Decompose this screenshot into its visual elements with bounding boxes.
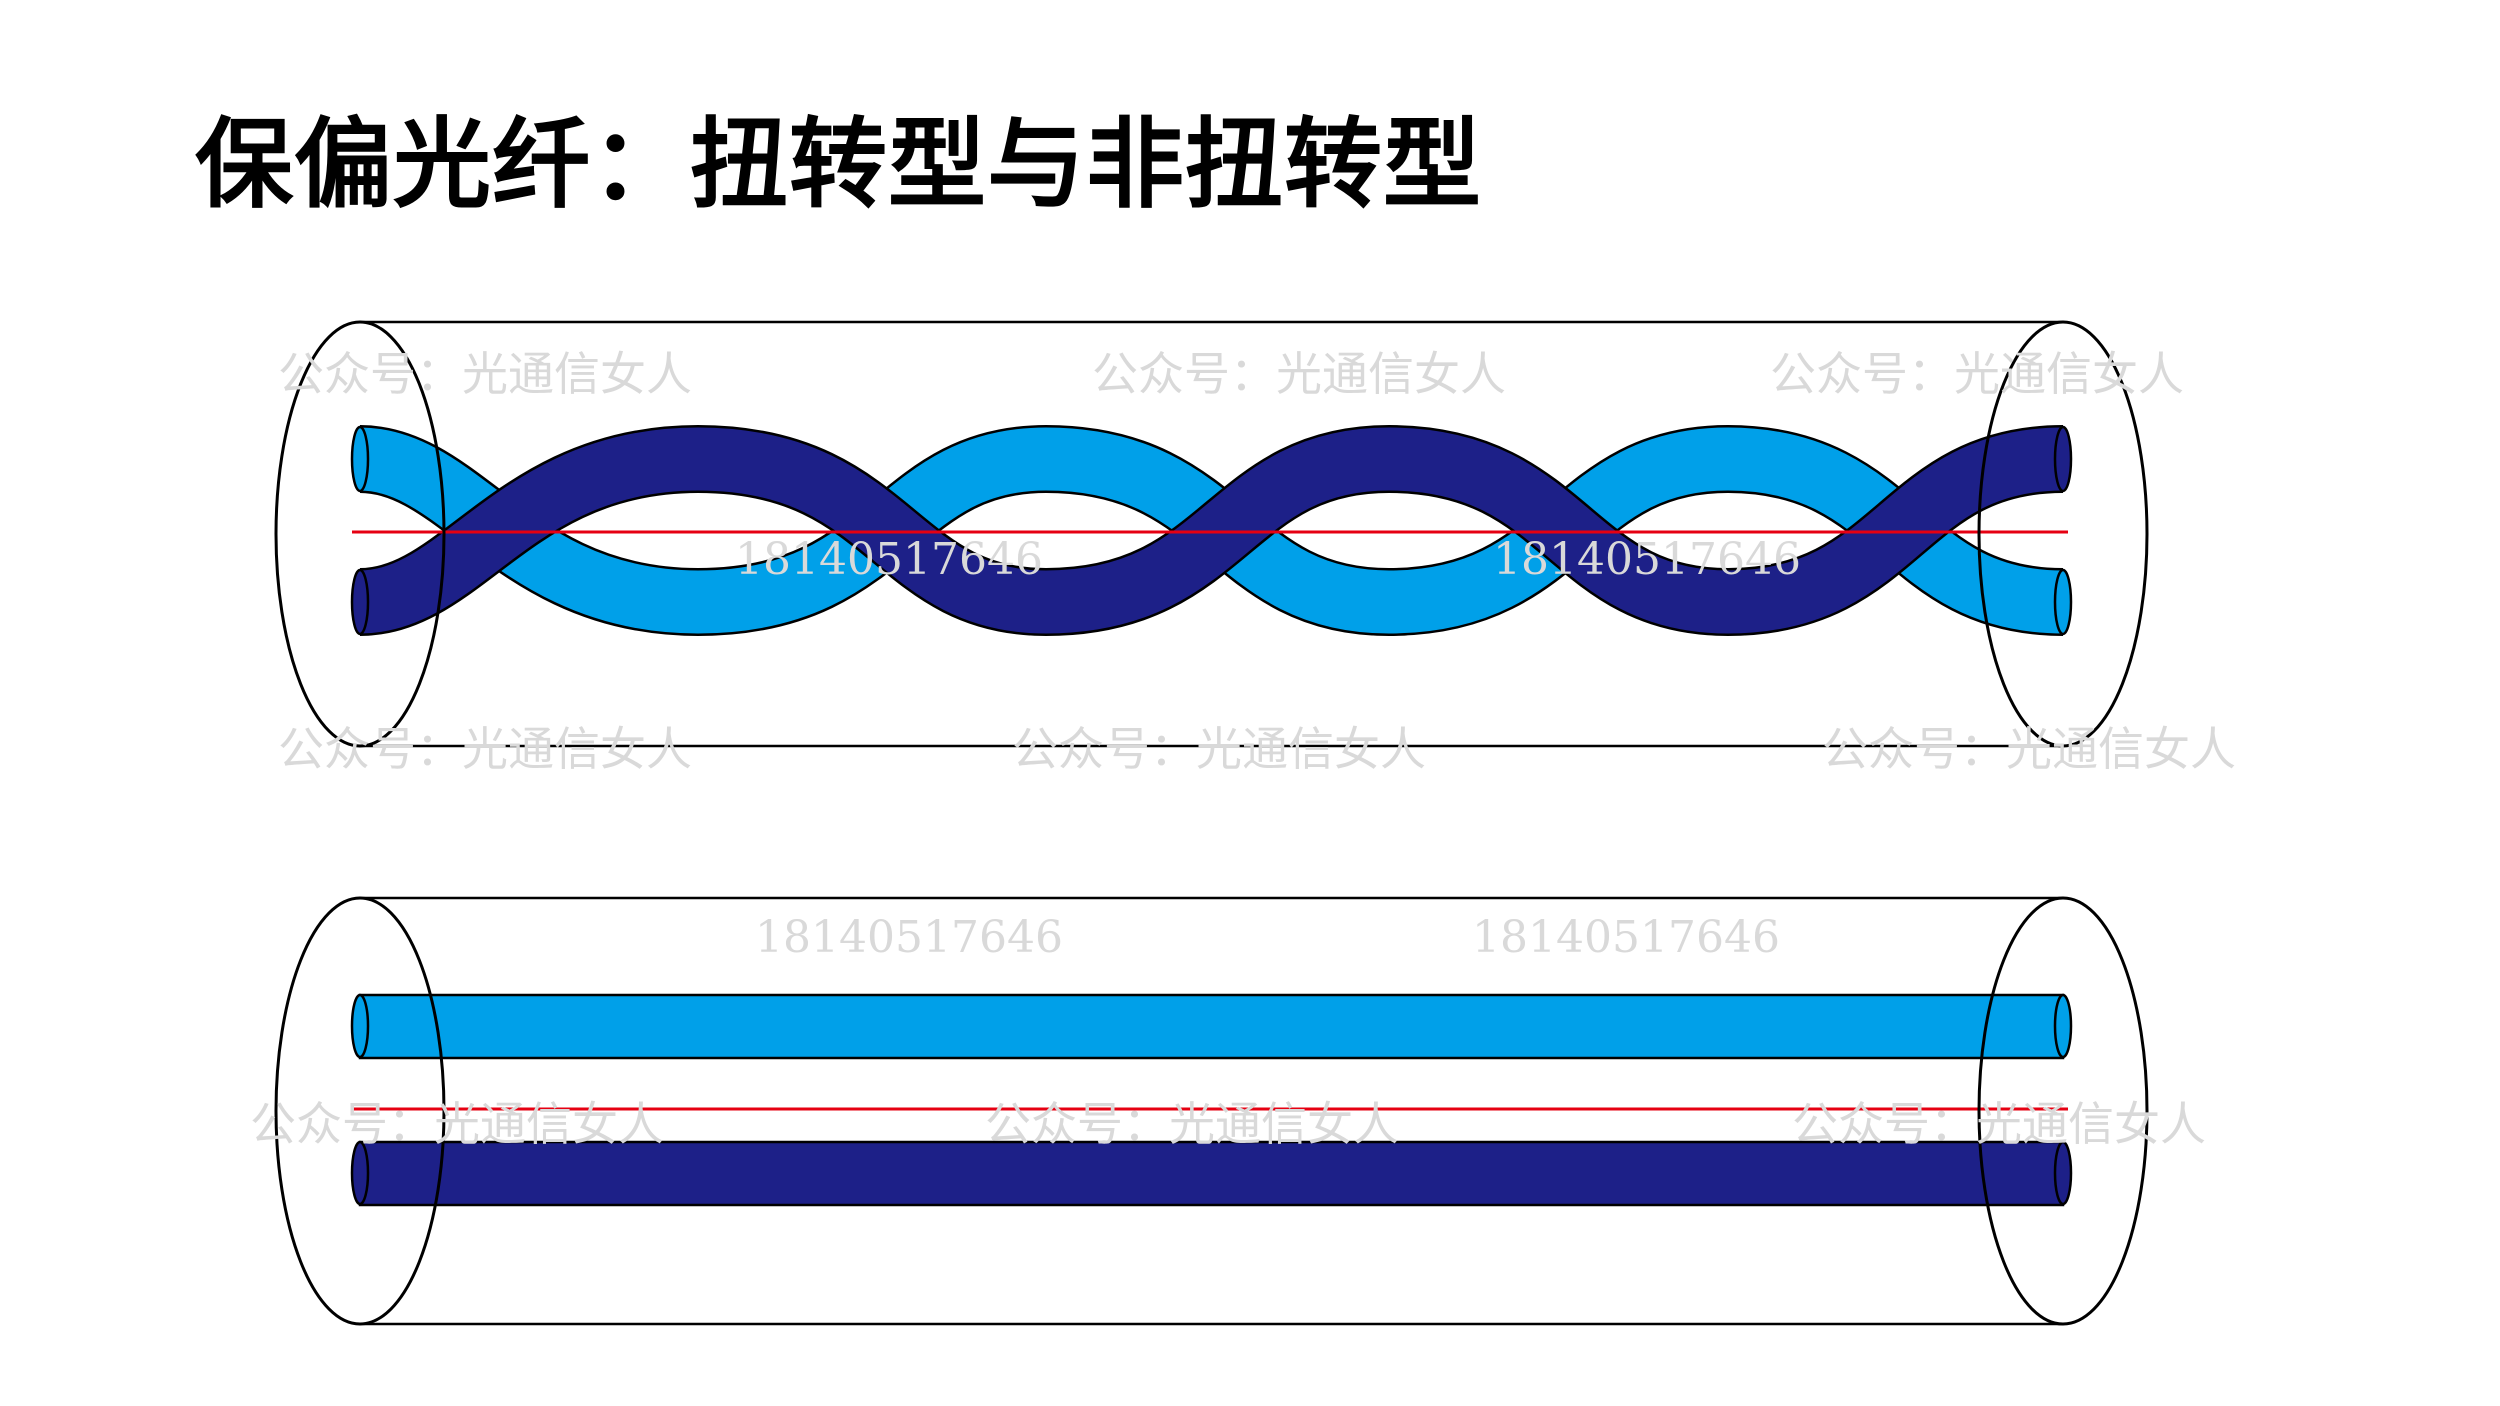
strand-end-cap: [2053, 425, 2073, 493]
straight-strand-dark: [358, 1140, 2065, 1207]
watermark-account: 公众号：光通信女人: [1092, 347, 1506, 401]
watermark-phone: 18140517646: [1493, 534, 1801, 585]
watermark-phone: 18140517646: [735, 534, 1043, 585]
strand-end-cap: [350, 1140, 370, 1206]
twisted-fiber-diagram: [274, 320, 2149, 748]
cylinder-right-end: [1977, 896, 2149, 1326]
watermark-account: 公众号：光通信女人: [1012, 722, 1426, 776]
page-title: 保偏光纤：扭转型与非扭转型: [195, 108, 1483, 222]
strand-end-cap: [2053, 1140, 2073, 1206]
watermark-account: 公众号：光通信女人: [278, 722, 692, 776]
strand-end-cap: [350, 568, 370, 636]
watermark-account: 公众号：光通信女人: [1770, 347, 2184, 401]
straight-strand-light: [358, 993, 2065, 1060]
watermark-account: 公众号：光通信女人: [1822, 722, 2236, 776]
watermark-account: 公众号：光通信女人: [250, 1097, 664, 1151]
watermark-account: 公众号：光通信女人: [985, 1097, 1399, 1151]
watermark-phone: 18140517646: [755, 912, 1063, 963]
strand-end-cap: [2053, 568, 2073, 636]
strand-end-cap: [2053, 993, 2073, 1059]
cylinder-right-end: [1977, 320, 2149, 748]
cylinder-left-end: [274, 320, 446, 748]
watermark-account: 公众号：光通信女人: [1792, 1097, 2206, 1151]
watermarks: 公众号：光通信女人 公众号：光通信女人 公众号：光通信女人 1814051764…: [250, 347, 2236, 1151]
watermark-account: 公众号：光通信女人: [278, 347, 692, 401]
strand-end-cap: [350, 993, 370, 1059]
watermark-phone: 18140517646: [1472, 912, 1780, 963]
straight-fiber-diagram: [274, 896, 2149, 1326]
cylinder-left-end: [274, 896, 446, 1326]
strand-end-cap: [350, 425, 370, 493]
